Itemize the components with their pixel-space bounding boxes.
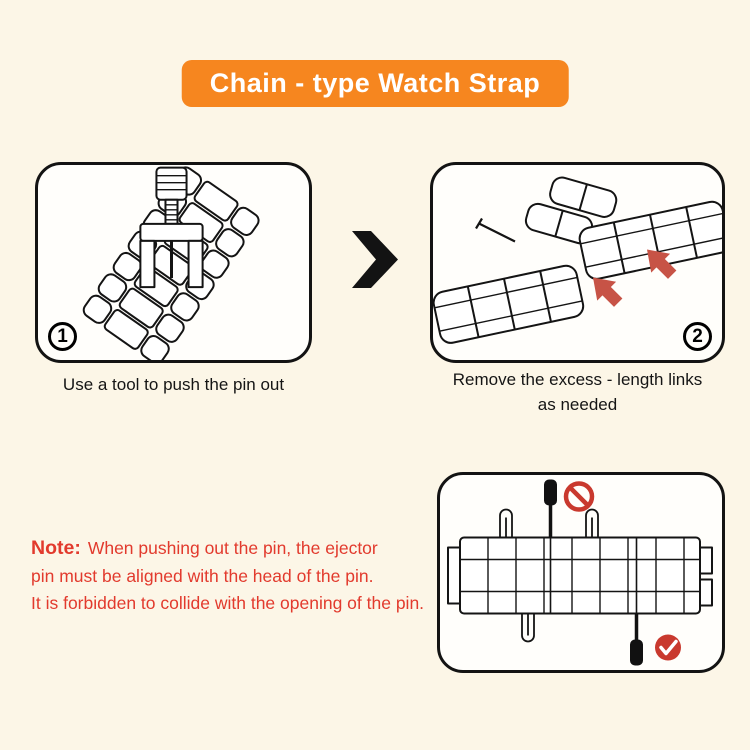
push-pin-tool-illustration (79, 165, 263, 360)
loose-pin (475, 217, 516, 243)
step2-caption: Remove the excess - length links as need… (430, 368, 725, 417)
step2-number-badge: 2 (683, 322, 712, 351)
pin-punch-bottom (630, 613, 643, 666)
note-line-text: When pushing out the pin, the ejector (87, 538, 378, 558)
pin-alignment-panel (437, 472, 725, 673)
band-cross-section (447, 536, 713, 615)
remove-links-illustration (433, 176, 722, 344)
note-label: Note: (31, 537, 81, 559)
note-line: pin must be aligned with the head of the… (31, 566, 374, 587)
note-text: Note: When pushing out the pin, the eject… (31, 533, 461, 617)
detached-links (524, 176, 618, 245)
arrow-up-left-icon (647, 249, 677, 279)
step1-caption: Use a tool to push the pin out (62, 375, 285, 394)
link-remover-tool (139, 166, 204, 289)
step2-panel: 2 (430, 162, 725, 363)
arrow-up-left-icon (593, 277, 623, 307)
step2-caption-line2: as needed (537, 394, 618, 414)
note-line: Note: When pushing out the pin, the eject… (31, 533, 461, 563)
next-step-chevron-icon (352, 231, 398, 288)
check-icon (655, 634, 681, 661)
prohibition-icon (563, 481, 595, 512)
step1-number-badge: 1 (48, 322, 77, 351)
note-line: It is forbidden to collide with the open… (31, 593, 425, 614)
step2-caption-line1: Remove the excess - length links (452, 370, 703, 389)
page-title: Chain - type Watch Strap (181, 60, 569, 107)
step1-panel: 1 (35, 162, 312, 363)
ejector-fork-pin (499, 508, 599, 643)
left-band (433, 264, 585, 344)
pin-punch-top (544, 479, 557, 538)
pin-alignment-diagram (447, 479, 713, 666)
direction-arrows (593, 249, 677, 307)
